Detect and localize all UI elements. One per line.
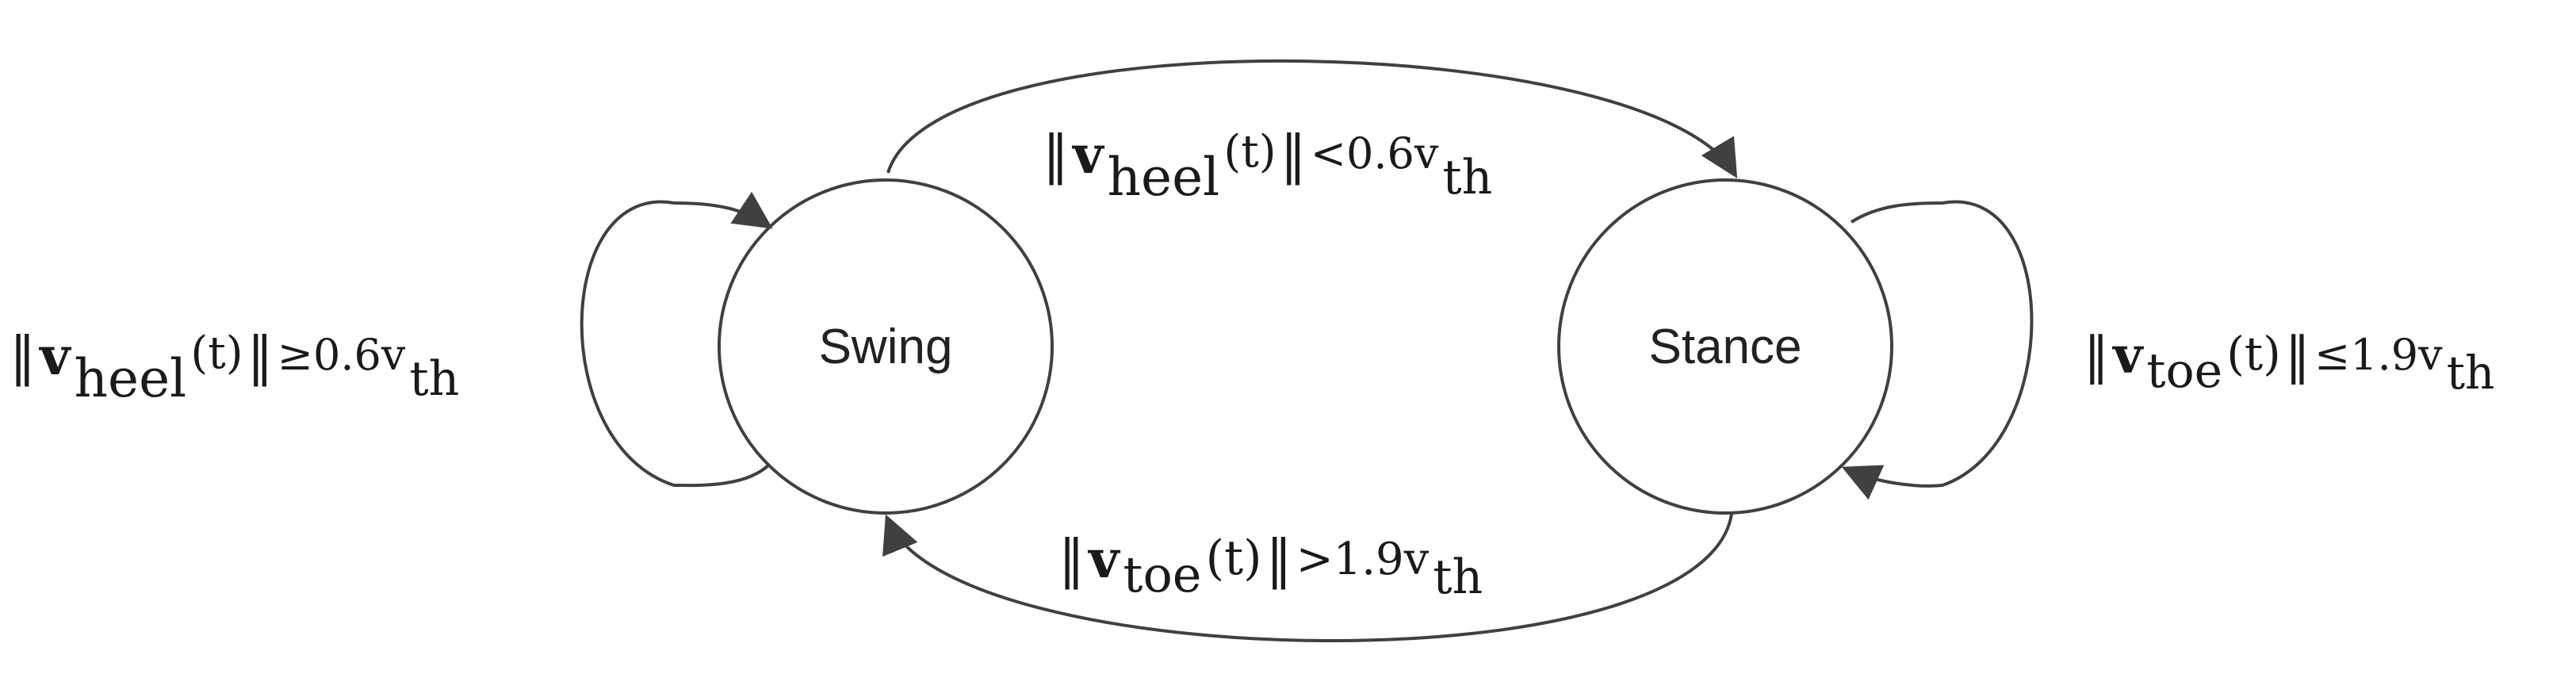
norm-close: ‖ [1266, 529, 1292, 590]
stance-self-loop-arrow [1841, 200, 2034, 500]
vector-subscript: heel [1108, 147, 1220, 208]
vector-subscript: toe [2146, 343, 2222, 399]
norm-close: ‖ [2285, 327, 2310, 385]
threshold-subscript: th [1433, 550, 1483, 605]
vector-symbol: v [1087, 528, 1120, 590]
stance-state-label: Stance [1648, 320, 1801, 374]
swing-self-loop-condition: ‖ v heel (t) ‖ ≥0.6v th [10, 325, 459, 409]
threshold-relation: >1.9v [1296, 534, 1430, 585]
vector-symbol: v [1071, 124, 1104, 186]
swing-to-stance-condition: ‖ v heel (t) ‖ <0.6v th [1043, 124, 1492, 208]
norm-open: ‖ [1058, 529, 1085, 590]
stance-state-circle [1557, 178, 1893, 515]
swing-state-label: Swing [819, 320, 953, 374]
stance-to-swing-arrow [882, 513, 1733, 642]
norm-close: ‖ [247, 326, 274, 387]
swing-self-loop-arrow [580, 191, 773, 488]
threshold-relation: <0.6v [1311, 128, 1439, 178]
time-argument: (t) [1223, 126, 1276, 178]
norm-open: ‖ [1043, 124, 1069, 186]
norm-open: ‖ [2084, 327, 2109, 385]
norm-close: ‖ [1280, 124, 1307, 186]
stance-to-swing-condition: ‖ v toe (t) ‖ >1.9v th [1058, 528, 1483, 605]
vector-symbol: v [2111, 326, 2144, 385]
stance-self-loop-condition: ‖ v toe (t) ‖ ≤1.9v th [2084, 326, 2494, 400]
time-argument: (t) [190, 327, 243, 379]
time-argument: (t) [1206, 530, 1262, 586]
vector-subscript: toe [1123, 546, 1202, 603]
threshold-relation: ≤1.9v [2314, 330, 2443, 380]
threshold-subscript: th [410, 351, 460, 407]
threshold-subscript: th [1443, 150, 1493, 205]
threshold-relation: ≥0.6v [278, 330, 406, 380]
vector-symbol: v [38, 325, 71, 387]
threshold-subscript: th [2447, 346, 2495, 400]
vector-subscript: heel [75, 348, 187, 409]
swing-state-circle [718, 178, 1054, 515]
norm-open: ‖ [10, 326, 36, 387]
swing-to-stance-arrow [886, 59, 1738, 178]
time-argument: (t) [2226, 327, 2281, 381]
